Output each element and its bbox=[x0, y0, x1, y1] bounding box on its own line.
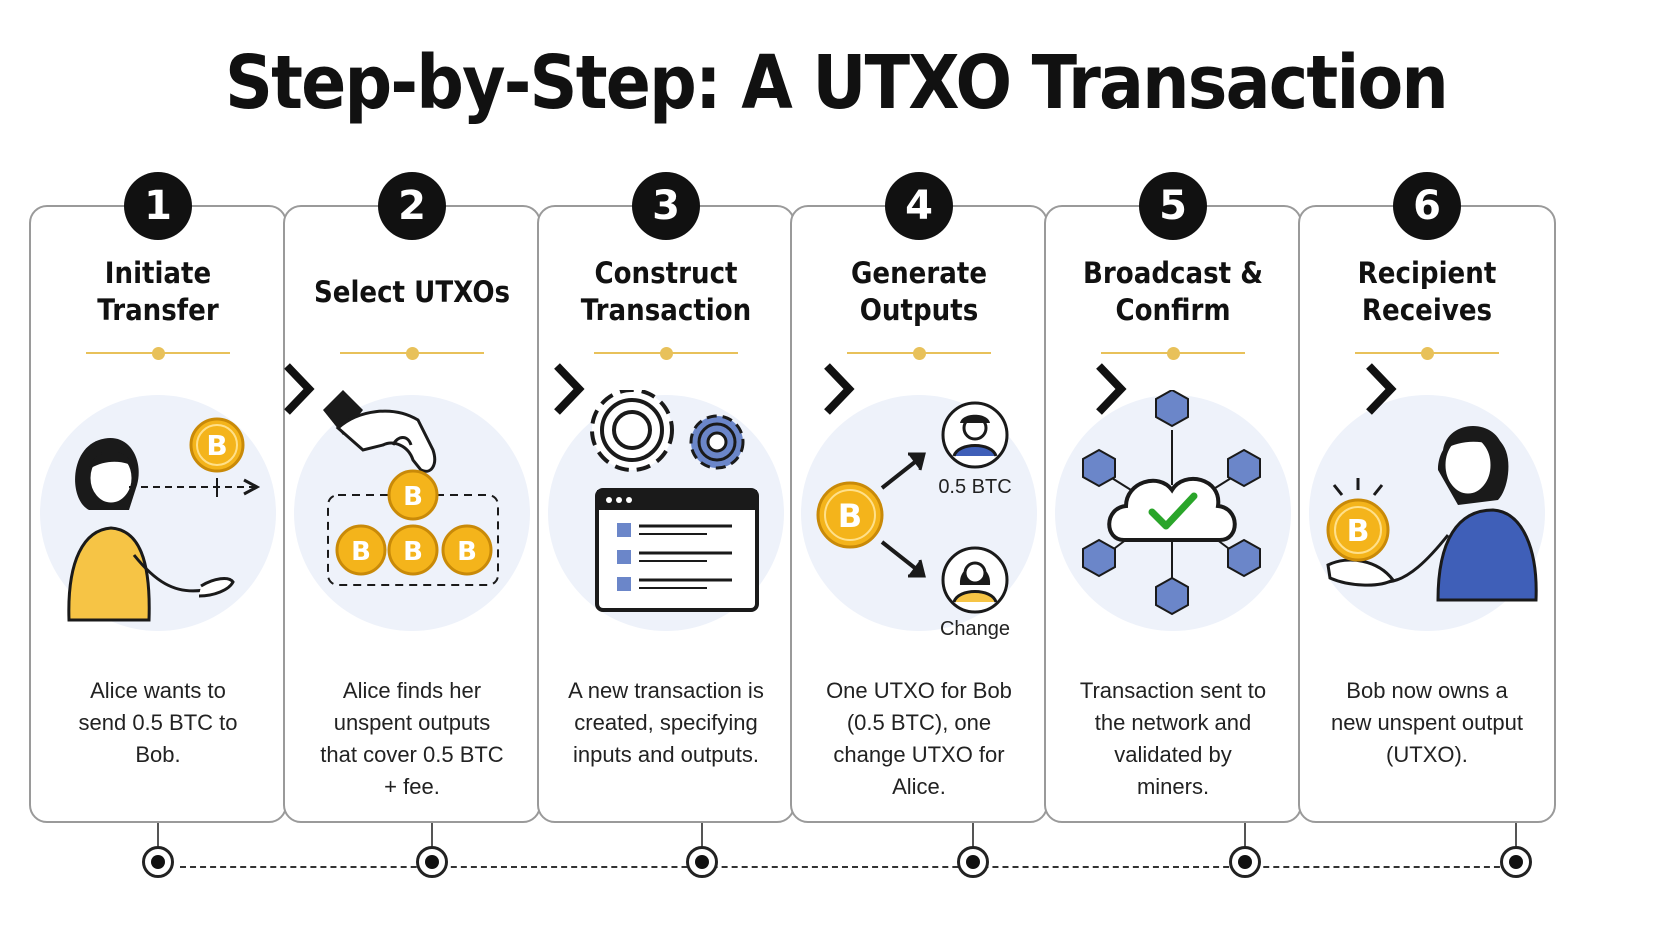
svg-text:B: B bbox=[206, 429, 227, 462]
timeline-stem bbox=[431, 823, 433, 851]
timeline-line bbox=[180, 866, 1520, 868]
timeline-node bbox=[416, 846, 448, 878]
bob-receiving-coin-icon: B bbox=[1326, 426, 1538, 602]
step-description: A new transaction is created, specifying… bbox=[568, 678, 764, 767]
step-heading: Select UTXOs bbox=[313, 274, 511, 309]
step-heading: Broadcast & Confirm bbox=[1083, 256, 1263, 327]
hand-picking-coin-icon: B B B B bbox=[323, 390, 499, 586]
svg-text:B: B bbox=[403, 482, 423, 512]
heading-separator-dot bbox=[660, 347, 673, 360]
heading-separator-dot bbox=[913, 347, 926, 360]
timeline-node bbox=[686, 846, 718, 878]
alice-sending-coin-icon: B bbox=[67, 417, 261, 622]
step-number-badge: 1 bbox=[124, 172, 192, 240]
timeline-stem bbox=[701, 823, 703, 851]
step-number-badge: 3 bbox=[632, 172, 700, 240]
svg-text:B: B bbox=[1347, 514, 1370, 549]
chevron-right-icon bbox=[1096, 363, 1127, 415]
chevron-right-icon bbox=[284, 363, 315, 415]
timeline-stem bbox=[972, 823, 974, 851]
chevron-right-icon bbox=[824, 363, 855, 415]
heading-separator-dot bbox=[152, 347, 165, 360]
timeline-node bbox=[957, 846, 989, 878]
output-label-change: Change bbox=[940, 618, 1010, 640]
timeline-node bbox=[142, 846, 174, 878]
svg-text:B: B bbox=[351, 537, 371, 567]
heading-separator-dot bbox=[1421, 347, 1434, 360]
step-heading: Construct Transaction bbox=[580, 256, 752, 327]
coin-split-outputs-icon: B 0.5 BTC Change bbox=[816, 401, 1012, 640]
step-description: Alice wants to send 0.5 BTC to Bob. bbox=[78, 678, 238, 767]
heading-separator-dot bbox=[406, 347, 419, 360]
timeline-stem bbox=[1244, 823, 1246, 851]
step-number-badge: 6 bbox=[1393, 172, 1461, 240]
step-heading: Initiate Transfer bbox=[97, 256, 219, 327]
step-description: Bob now owns a new unspent output (UTXO)… bbox=[1330, 678, 1524, 767]
svg-text:B: B bbox=[838, 497, 862, 535]
timeline-node bbox=[1500, 846, 1532, 878]
step-heading: Recipient Receives bbox=[1357, 256, 1497, 327]
gears-and-document-icon bbox=[590, 390, 759, 612]
output-label-bob: 0.5 BTC bbox=[938, 476, 1011, 498]
timeline-stem bbox=[1515, 823, 1517, 851]
step-number-badge: 5 bbox=[1139, 172, 1207, 240]
svg-text:B: B bbox=[457, 537, 477, 567]
step-number-badge: 4 bbox=[885, 172, 953, 240]
step-heading: Generate Outputs bbox=[850, 256, 988, 327]
step-description: One UTXO for Bob (0.5 BTC), one change U… bbox=[826, 678, 1012, 799]
timeline-node bbox=[1229, 846, 1261, 878]
cloud-network-check-icon bbox=[1082, 390, 1261, 616]
chevron-right-icon bbox=[1366, 363, 1397, 415]
step-description: Transaction sent to the network and vali… bbox=[1079, 678, 1267, 799]
svg-text:B: B bbox=[403, 537, 423, 567]
chevron-right-icon bbox=[554, 363, 585, 415]
step-description: Alice finds her unspent outputs that cov… bbox=[320, 678, 504, 799]
step-number-badge: 2 bbox=[378, 172, 446, 240]
heading-separator-dot bbox=[1167, 347, 1180, 360]
diagram-title: Step-by-Step: A UTXO Transaction bbox=[224, 40, 1449, 126]
timeline-stem bbox=[157, 823, 159, 851]
